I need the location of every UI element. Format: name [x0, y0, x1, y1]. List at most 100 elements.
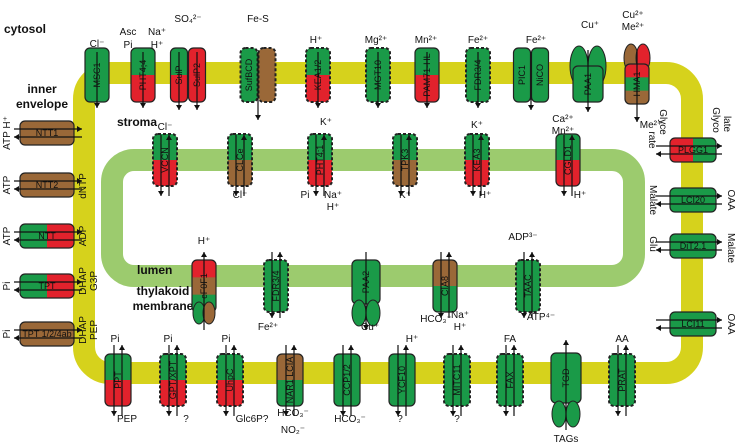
- transport-arrow: [14, 279, 82, 285]
- transport-arrow: [478, 135, 484, 196]
- substrate-label: Me²⁺: [640, 120, 663, 131]
- transport-arrow: [194, 52, 200, 110]
- thylakoid-transporter-kea3[interactable]: KEA3: [464, 133, 490, 187]
- transport-arrow: [458, 345, 464, 416]
- transporter-prat-label: PRAT: [617, 368, 627, 392]
- transporter-ntt1-label: NTT1: [36, 128, 59, 138]
- thylakoid-transporter-vccn[interactable]: VCCN: [152, 133, 178, 187]
- substrate-label: Pi: [301, 190, 310, 201]
- substrate-label: OAA: [725, 189, 736, 210]
- transporter-tgd[interactable]: [551, 400, 567, 428]
- region-inner-envelope: inner: [27, 82, 57, 96]
- transporter-ycf10[interactable]: YCF10: [388, 353, 416, 407]
- transporter-nico-label: NiCO: [535, 64, 545, 86]
- transport-arrow: [398, 135, 404, 196]
- thylakoid-transporter-cgld1[interactable]: CGLD1: [555, 133, 581, 187]
- substrate-label: Fe²⁺: [468, 35, 488, 46]
- transport-arrow: [511, 345, 517, 416]
- substrate-label: ATP: [2, 175, 13, 194]
- transporter-dit21[interactable]: DiT2.1: [669, 233, 717, 259]
- substrate-label: HCO₃⁻: [420, 314, 452, 325]
- thylakoid-transporter-kea3-label: KEA3: [472, 148, 482, 171]
- transporter-fax[interactable]: FAX: [496, 353, 524, 407]
- transporter-ntt1[interactable]: NTT1: [19, 120, 75, 146]
- transporter-pic1[interactable]: PIC1: [512, 47, 532, 103]
- substrate-label: OAA: [725, 313, 736, 334]
- transport-arrow: [563, 340, 569, 430]
- transporter-nar1lcia[interactable]: NAR1 LCIA: [276, 353, 304, 407]
- thylakoid-transporter-taac[interactable]: TAAC: [515, 259, 541, 313]
- transporter-ntt2[interactable]: NTT2: [19, 172, 75, 198]
- region-lumen: lumen: [137, 263, 172, 277]
- transport-arrow: [656, 193, 722, 199]
- transporter-tpt[interactable]: TPT: [19, 273, 75, 299]
- transporter-ntt[interactable]: NTT: [19, 223, 75, 249]
- substrate-label: ?: [454, 414, 460, 425]
- transporter-lci20[interactable]: LCI20: [669, 187, 717, 213]
- transport-arrow: [470, 135, 476, 196]
- substrate-label: Pi: [222, 334, 231, 345]
- transporter-lci20-label: LCI20: [681, 195, 705, 205]
- thylakoid-transporter-cgld1-label: CGLD1: [563, 145, 573, 175]
- thylakoid-transporter-fdr34[interactable]: FDR3/4: [263, 259, 289, 313]
- substrate-label: FA: [504, 334, 517, 345]
- substrate-label: late: [721, 116, 732, 133]
- transport-arrow: [94, 52, 100, 108]
- transporter-nar1lcia-label: NAR1 LCIA: [285, 357, 295, 404]
- substrate-label: Asc: [120, 27, 137, 38]
- substrate-label: Glc6P?: [236, 414, 269, 425]
- transporter-sufbcd[interactable]: SufBCD: [239, 47, 259, 103]
- thylakoid-transporter-tpk3[interactable]: TPK3: [392, 133, 418, 187]
- transporter-ycf10-label: YCF10: [397, 366, 407, 394]
- transport-arrow: [615, 345, 621, 416]
- substrate-label: Fe-S: [247, 14, 269, 25]
- region-cytosol: cytosol: [4, 22, 46, 36]
- transport-arrow: [14, 327, 82, 333]
- transport-arrow: [140, 52, 146, 108]
- transport-arrow: [315, 52, 321, 108]
- substrate-label: ?: [183, 414, 189, 425]
- substrate-label: Mn²⁺: [552, 126, 575, 137]
- transporter-sufbcd-label: SufBCD: [244, 58, 254, 91]
- transporter-uhpc[interactable]: UhpC: [216, 353, 244, 407]
- transporter-fax-label: FAX: [505, 371, 515, 388]
- substrate-label: ATP: [2, 226, 13, 245]
- transporter-gptxpt[interactable]: GPT/XPT: [159, 353, 187, 407]
- transporter-tpt124ab[interactable]: TPT 1/2/4ab: [19, 321, 75, 347]
- transport-arrow: [158, 135, 164, 196]
- transport-arrow: [277, 252, 283, 318]
- region-inner-envelope: envelope: [16, 97, 68, 111]
- transport-arrow: [446, 252, 452, 318]
- thylakoid-transporter-taac-label: TAAC: [523, 274, 533, 298]
- substrate-label: G3P: [89, 271, 100, 291]
- substrate-label: ?: [397, 414, 403, 425]
- transporter-mitc11[interactable]: MITC11: [443, 353, 471, 407]
- transporter-sufbcd-b[interactable]: [257, 47, 277, 103]
- transporter-ccp12[interactable]: CCP1/2: [333, 353, 361, 407]
- transporter-nico[interactable]: NiCO: [530, 47, 550, 103]
- substrate-label: rate: [646, 131, 657, 149]
- transport-arrow: [340, 345, 346, 416]
- transport-arrow: [166, 345, 172, 416]
- thylakoid-transporter-clce-label: CLCe: [235, 148, 245, 171]
- transport-arrow: [406, 135, 412, 196]
- substrate-label: TAGs: [554, 434, 579, 445]
- thylakoid-transporter-cia8[interactable]: CIA8: [432, 259, 458, 313]
- transporter-tgd[interactable]: [565, 400, 581, 428]
- transporter-prat[interactable]: PRAT: [608, 353, 636, 407]
- transport-arrow: [174, 345, 180, 416]
- thylakoid-transporter-pht41[interactable]: PHT4;1: [307, 133, 333, 187]
- transporter-plgg1[interactable]: PLGG1: [669, 137, 717, 163]
- substrate-label: dNTP: [78, 173, 89, 199]
- substrate-label: PEP: [89, 320, 100, 340]
- transport-arrow: [14, 134, 82, 140]
- substrate-label: Pi: [111, 334, 120, 345]
- transport-arrow: [450, 345, 456, 416]
- transport-arrow: [475, 52, 481, 108]
- transport-arrow: [14, 287, 82, 293]
- thylakoid-transporter-clce[interactable]: CLCe: [227, 133, 253, 187]
- transporter-ppt[interactable]: PPT: [104, 353, 132, 407]
- transporter-lci11[interactable]: LCI11: [669, 311, 717, 337]
- substrate-label: H⁺: [310, 35, 323, 46]
- transporter-tpt-label: TPT: [39, 281, 57, 291]
